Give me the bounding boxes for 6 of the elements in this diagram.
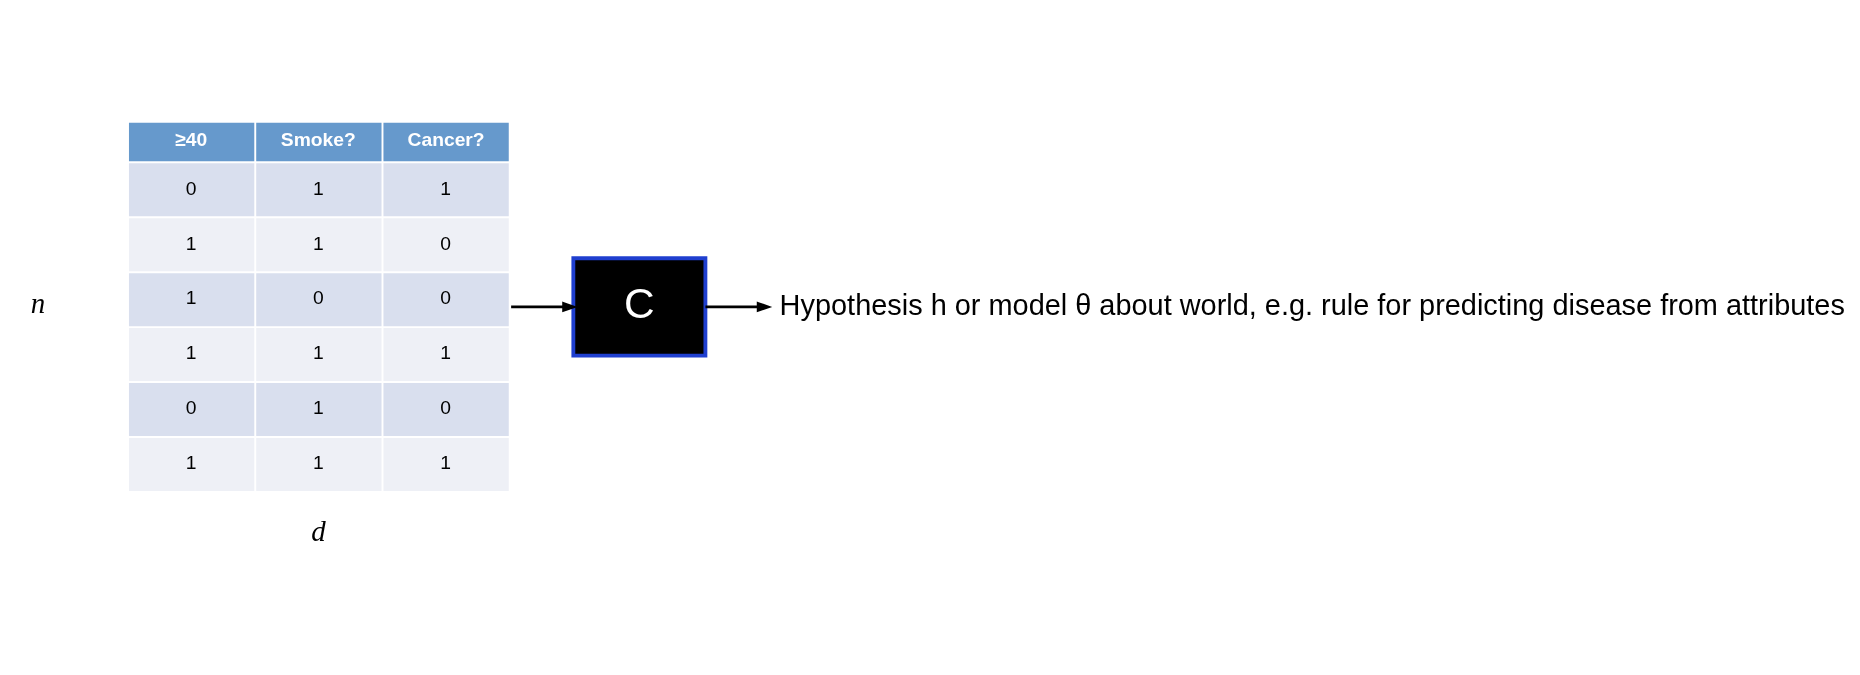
node-text: Hypothesis h or model θ about world, e.g. rule for predicting disease from attributes bbox=[779, 288, 1845, 321]
arrow bbox=[705, 301, 773, 313]
label: d bbox=[311, 514, 326, 547]
arrow bbox=[511, 301, 578, 313]
label: n bbox=[30, 287, 46, 320]
node-box: C bbox=[571, 256, 708, 358]
